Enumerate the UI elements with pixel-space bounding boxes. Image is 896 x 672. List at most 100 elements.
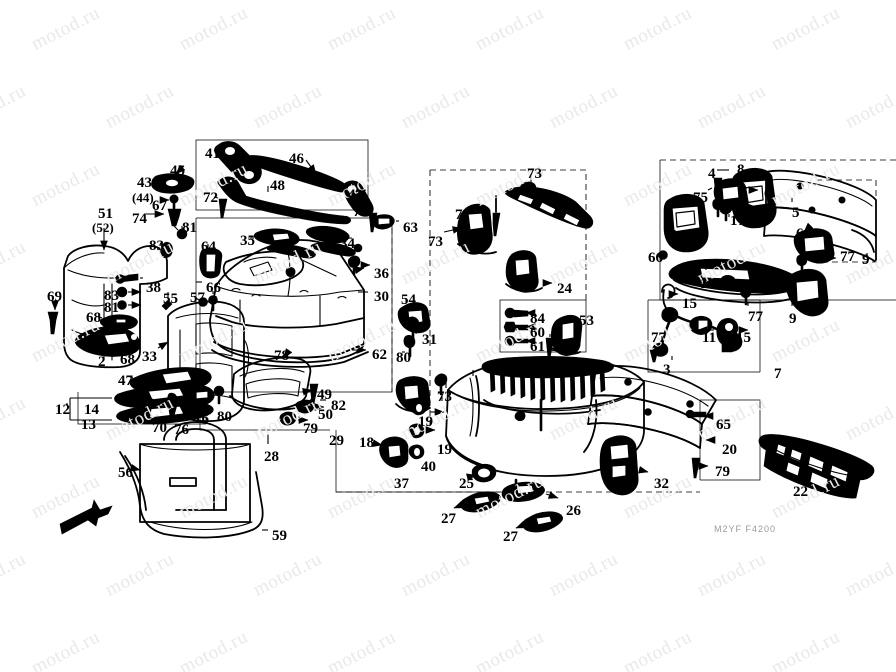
callout-14: 14 [84, 402, 99, 418]
callout-8: 8 [668, 233, 676, 249]
callout-19: 19 [418, 414, 433, 430]
part-rod-48 [217, 176, 351, 225]
callout-10: 10 [700, 276, 715, 292]
callout-18: 18 [359, 435, 374, 451]
callout-15: 15 [682, 296, 697, 312]
part-pin-70 [142, 398, 154, 423]
callout-48: 48 [270, 178, 285, 194]
part-pin-76 [167, 392, 178, 417]
part-bushing-64 [199, 247, 223, 279]
callout-37: 37 [394, 476, 409, 492]
part-grommet-40b [408, 444, 425, 460]
callout-20: 20 [722, 442, 737, 458]
callout-32: 32 [654, 476, 669, 492]
part-washer-81b [117, 300, 127, 310]
callout-76: 76 [174, 422, 189, 438]
callout-27: 27 [441, 511, 456, 527]
callout-38: 38 [146, 280, 161, 296]
part-arm-42 [341, 180, 374, 217]
callout-9: 9 [862, 252, 870, 268]
callout-77: 77 [761, 205, 776, 221]
part-trunk-19 [445, 356, 645, 477]
callout-52: (52) [92, 220, 114, 235]
callout-64: 64 [201, 239, 216, 255]
part-bolt-84 [504, 307, 529, 319]
callout-74: 74 [132, 211, 147, 227]
part-hook-68a [99, 314, 138, 330]
callout-79: 79 [303, 421, 318, 437]
part-bolt-79b [691, 457, 701, 479]
callout-50: 50 [318, 407, 333, 423]
part-armrest-9b [785, 268, 829, 317]
callout-44: (44) [132, 190, 154, 205]
part-bracket-32 [599, 435, 639, 496]
callout-9: 9 [789, 311, 797, 327]
part-bracket-2 [74, 326, 141, 357]
callout-28: 28 [264, 449, 279, 465]
part-bolt-17 [719, 201, 733, 222]
callout-68: 68 [120, 352, 135, 368]
part-latch-43 [151, 173, 195, 194]
part-bolt-75 [713, 177, 723, 199]
callout-62: 62 [372, 347, 387, 363]
callout-75: 75 [693, 190, 708, 206]
callout-8: 8 [737, 162, 745, 178]
part-carrier-5 [763, 169, 877, 263]
callout-6: 6 [796, 226, 804, 242]
callout-77: 77 [748, 309, 763, 325]
callout-43: 43 [137, 175, 152, 191]
part-grommet-25 [471, 463, 497, 483]
callout-41: 41 [205, 146, 220, 162]
part-clip-27a [460, 491, 501, 513]
callout-33: 33 [142, 349, 157, 365]
callout-73: 73 [437, 389, 452, 405]
callout-42: 42 [348, 187, 363, 203]
part-arm-41 [214, 141, 262, 185]
callout-66: 66 [206, 280, 221, 296]
callout-73: 73 [527, 166, 542, 182]
callout-65: 65 [716, 417, 731, 433]
part-mat-22 [758, 434, 875, 499]
part-nut-60 [503, 321, 529, 333]
callout-79: 79 [715, 464, 730, 480]
callout-58: 58 [551, 339, 566, 355]
part-clip-79a [279, 411, 297, 426]
part-bulb-15b [716, 318, 739, 353]
part-rod-46 [244, 155, 347, 193]
part-carrier-20 [587, 365, 717, 449]
callout-77: 77 [651, 330, 666, 346]
part-nut-74 [167, 208, 182, 227]
part-bracket-6b [793, 228, 835, 264]
part-bolt-36 [347, 255, 361, 276]
part-bolt-77d [649, 349, 659, 363]
callout-61: 61 [530, 339, 545, 355]
callout-22: 22 [793, 484, 808, 500]
callout-68: 68 [86, 310, 101, 326]
part-bracket-24 [505, 250, 543, 293]
drawing-code: M2YF F4200 [714, 524, 777, 534]
callout-15: 15 [736, 330, 751, 346]
callout-3: 3 [663, 362, 671, 378]
part-bracket-73a [456, 203, 497, 255]
callout-6: 6 [764, 186, 772, 202]
part-clip-83a [160, 241, 173, 258]
callout-26: 26 [566, 503, 581, 519]
callout-81: 81 [182, 220, 197, 236]
callout-4: 4 [708, 166, 716, 182]
part-bolt-65 [685, 409, 707, 419]
callout-67: 67 [152, 198, 167, 214]
callout-81: 81 [104, 300, 119, 316]
callout-21: 21 [551, 195, 566, 211]
callout-55: 55 [163, 291, 178, 307]
callout-51: 51 [98, 206, 113, 222]
part-clip-18 [379, 436, 409, 468]
callout-73: 73 [428, 234, 443, 250]
part-bolt-80a [403, 335, 416, 358]
callout-71: 71 [455, 207, 470, 223]
callout-35: 35 [240, 233, 255, 249]
callout-80: 80 [217, 409, 232, 425]
part-bolt-80b [213, 385, 225, 405]
part-bolt-38 [115, 273, 139, 284]
